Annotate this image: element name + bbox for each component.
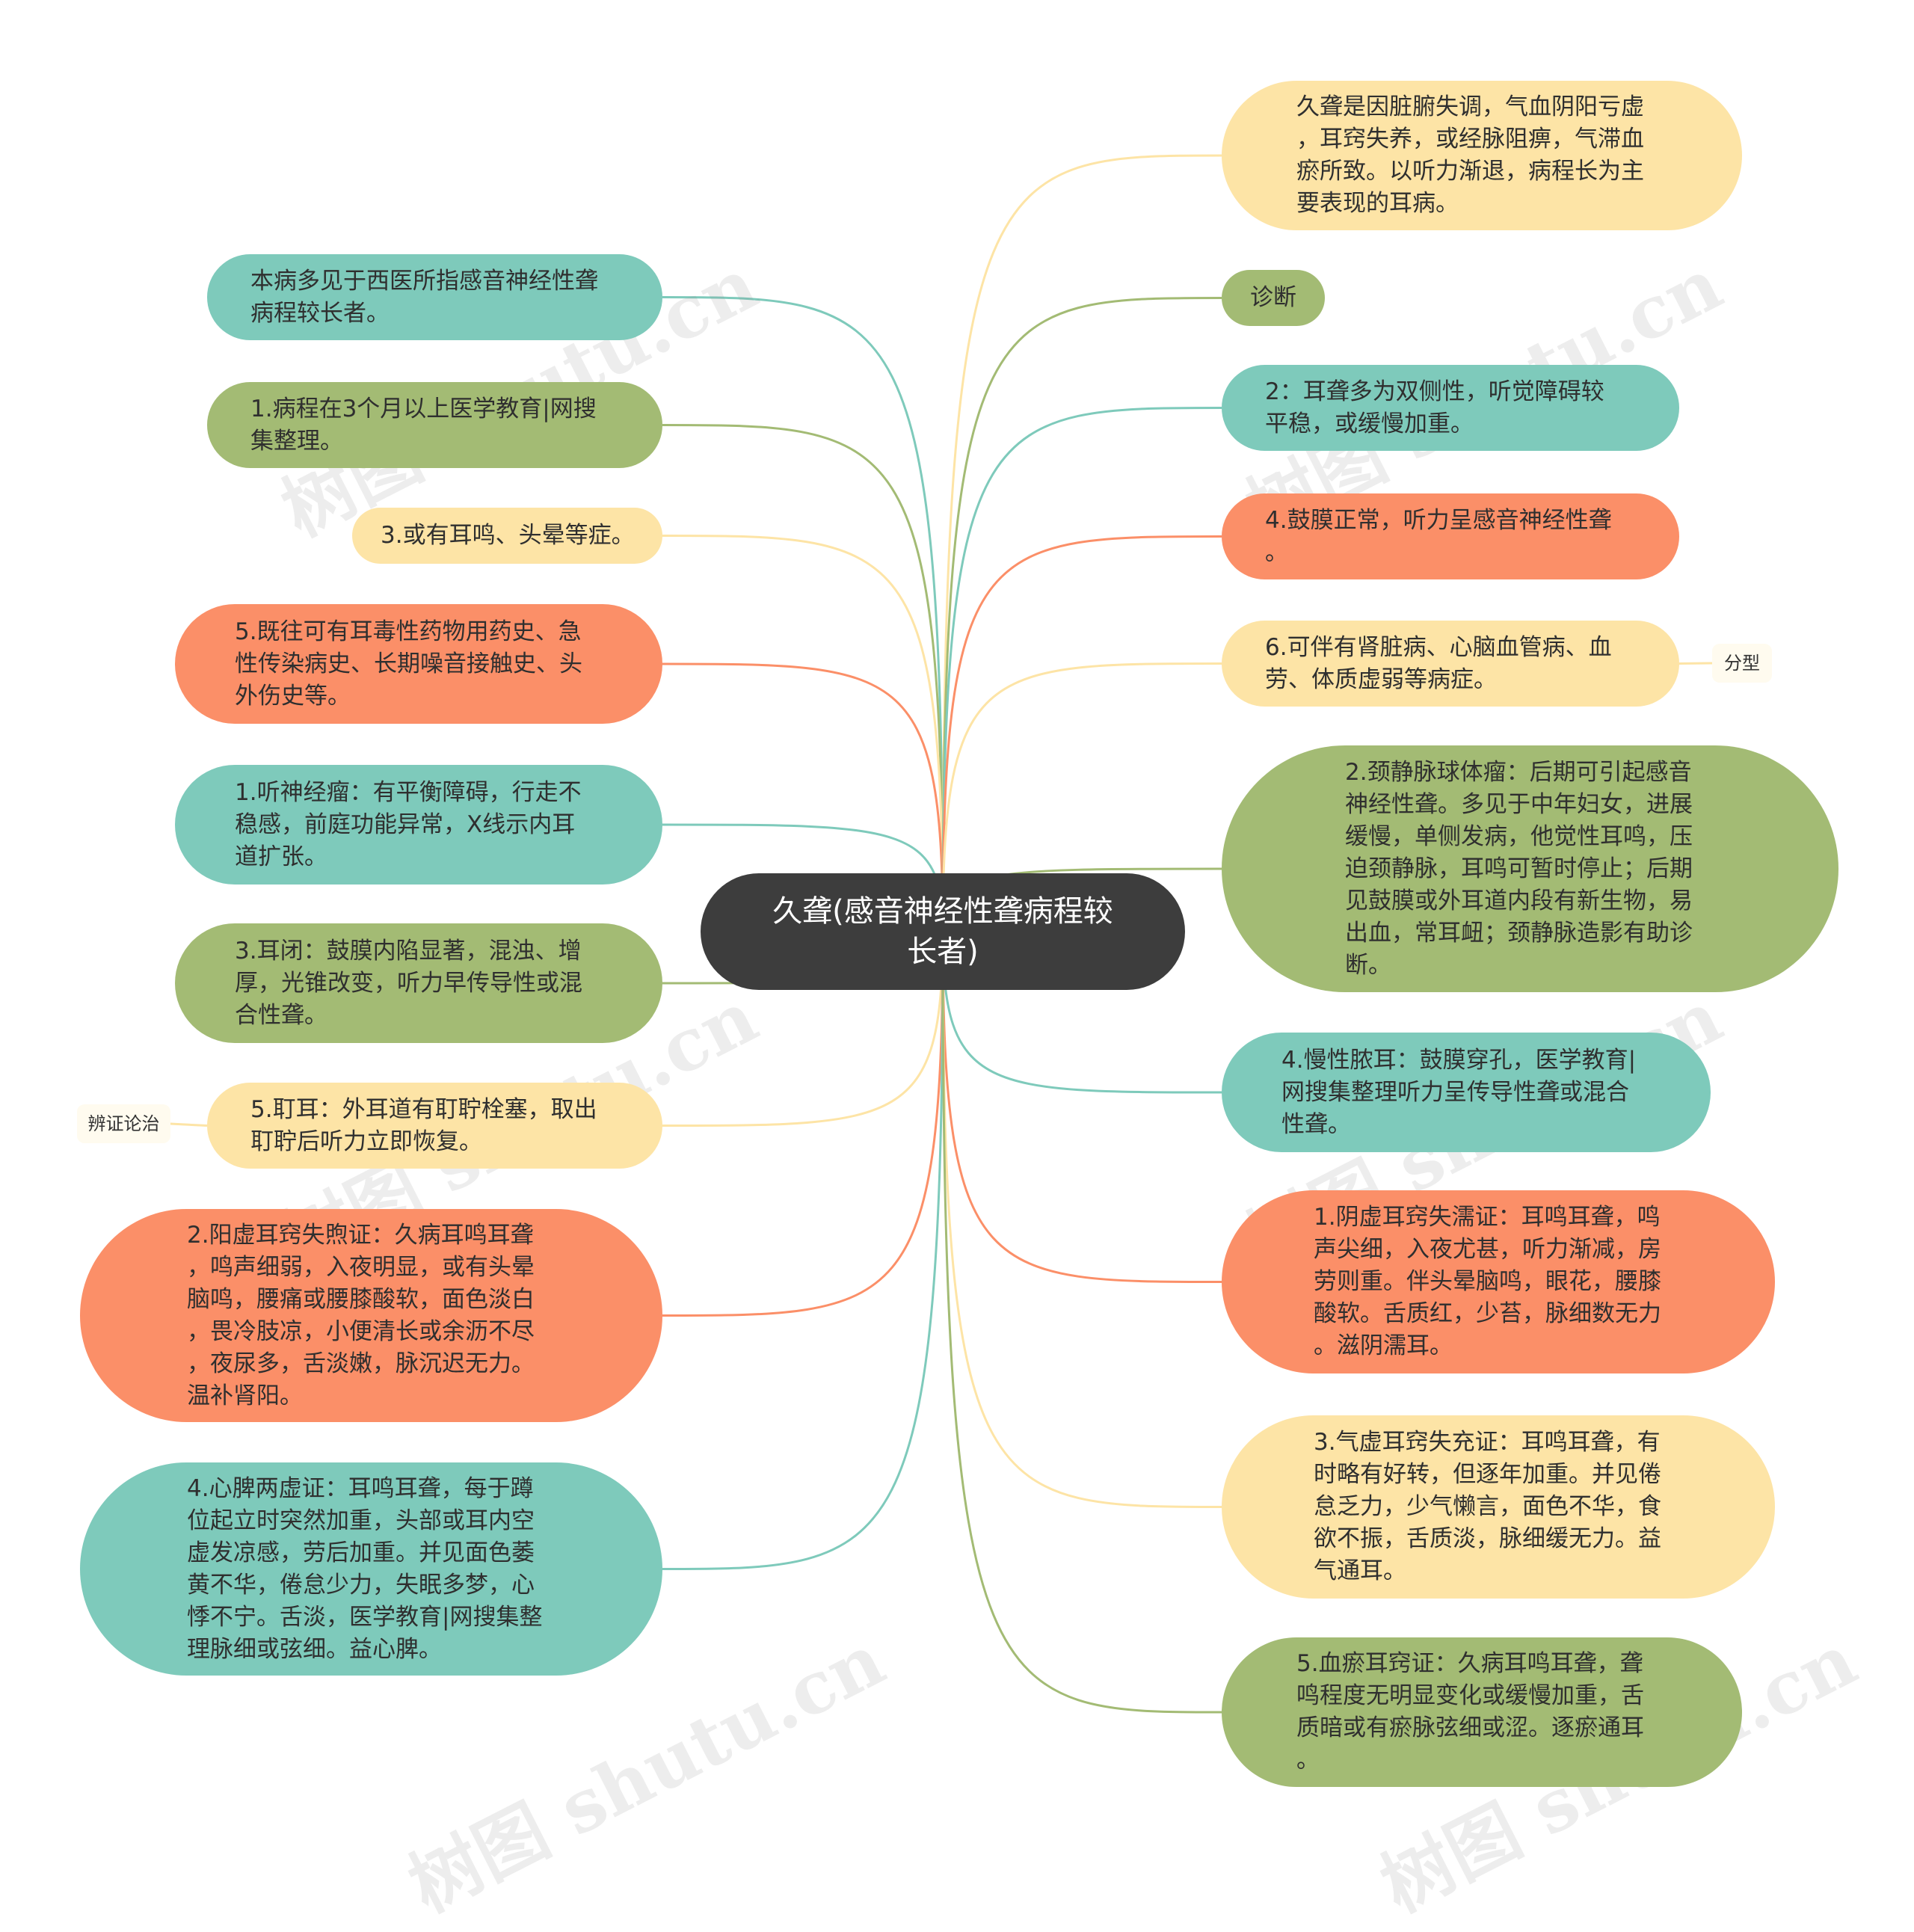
connector-R2 xyxy=(941,297,1222,932)
node-left-4[interactable]: 5.既往可有耳毒性药物用药史、急 性传染病史、长期噪音接触史、头 外伤史等。 xyxy=(175,604,662,724)
connector-R4 xyxy=(941,535,1222,932)
node-left-7-text: 5.耵耳：外耳道有耵聍栓塞，取出 耵聍后听力立即恢复。 xyxy=(250,1095,597,1155)
label-fenxing-text: 分型 xyxy=(1724,653,1760,674)
connector-fenxing xyxy=(1678,662,1713,665)
connector-R5 xyxy=(941,662,1222,932)
node-right-8-text: 1.阴虚耳窍失濡证：耳鸣耳聋，鸣 声尖细，入夜尤甚，听力渐减，房 劳则重。伴头晕… xyxy=(1314,1204,1661,1359)
connector-L2 xyxy=(662,424,944,932)
node-left-1-text: 本病多见于西医所指感音神经性聋 病程较长者。 xyxy=(250,267,598,327)
connector-R8 xyxy=(941,931,1222,1283)
connector-L9 xyxy=(662,931,944,1570)
connector-L3 xyxy=(662,535,944,932)
node-right-9-text: 3.气虚耳窍失充证：耳鸣耳聋，有 时略有好转，但逐年加重。并见倦 怠乏力，少气懒… xyxy=(1314,1429,1661,1584)
node-right-10[interactable]: 5.血瘀耳窍证：久病耳鸣耳聋，聋 鸣程度无明显变化或缓慢加重，舌 质暗或有瘀脉弦… xyxy=(1222,1637,1742,1787)
central-topic-label: 久聋(感音神经性聋病程较 长者) xyxy=(772,894,1113,969)
node-right-6-text: 2.颈静脉球体瘤：后期可引起感音 神经性聋。多见于中年妇女，进展 缓慢，单侧发病… xyxy=(1345,758,1693,979)
node-right-7[interactable]: 4.慢性脓耳：鼓膜穿孔，医学教育| 网搜集整理听力呈传导性聋或混合 性聋。 xyxy=(1222,1033,1711,1152)
node-left-3[interactable]: 3.或有耳鸣、头晕等症。 xyxy=(352,508,662,564)
node-left-6-text: 3.耳闭：鼓膜内陷显著，混浊、增 厚，光锥改变，听力早传导性或混 合性聋。 xyxy=(235,937,582,1029)
node-left-5-text: 1.听神经瘤：有平衡障碍，行走不 稳感，前庭功能异常，X线示内耳 道扩张。 xyxy=(235,778,582,870)
central-topic[interactable]: 久聋(感音神经性聋病程较 长者) xyxy=(701,873,1185,990)
connector-bianzheng xyxy=(170,1122,208,1127)
node-right-4-text: 4.鼓膜正常，听力呈感音神经性聋 。 xyxy=(1265,506,1612,566)
node-right-8[interactable]: 1.阴虚耳窍失濡证：耳鸣耳聋，鸣 声尖细，入夜尤甚，听力渐减，房 劳则重。伴头晕… xyxy=(1222,1190,1775,1373)
node-right-3[interactable]: 2：耳聋多为双侧性，听觉障碍较 平稳，或缓慢加重。 xyxy=(1222,365,1679,451)
node-left-1[interactable]: 本病多见于西医所指感音神经性聋 病程较长者。 xyxy=(207,254,662,340)
node-right-7-text: 4.慢性脓耳：鼓膜穿孔，医学教育| 网搜集整理听力呈传导性聋或混合 性聋。 xyxy=(1281,1046,1637,1138)
node-right-2-text: 诊断 xyxy=(1250,284,1296,311)
node-left-8[interactable]: 2.阳虚耳窍失煦证：久病耳鸣耳聋 ，鸣声细弱，入夜明显，或有头晕 脑鸣，腰痛或腰… xyxy=(80,1209,662,1422)
node-left-2[interactable]: 1.病程在3个月以上医学教育|网搜 集整理。 xyxy=(207,382,662,468)
node-right-9[interactable]: 3.气虚耳窍失充证：耳鸣耳聋，有 时略有好转，但逐年加重。并见倦 怠乏力，少气懒… xyxy=(1222,1415,1775,1599)
node-right-2[interactable]: 诊断 xyxy=(1222,270,1325,326)
connector-R9 xyxy=(941,931,1222,1508)
connector-R7 xyxy=(941,931,1222,1094)
node-left-4-text: 5.既往可有耳毒性药物用药史、急 性传染病史、长期噪音接触史、头 外伤史等。 xyxy=(235,618,582,710)
node-left-3-text: 3.或有耳鸣、头晕等症。 xyxy=(381,522,635,549)
connector-L1 xyxy=(662,296,944,932)
connector-R1 xyxy=(941,154,1222,932)
node-right-6[interactable]: 2.颈静脉球体瘤：后期可引起感音 神经性聋。多见于中年妇女，进展 缓慢，单侧发病… xyxy=(1222,745,1838,992)
connector-R10 xyxy=(941,931,1222,1714)
connector-R3 xyxy=(941,407,1222,932)
label-fenxing[interactable]: 分型 xyxy=(1712,644,1772,683)
node-right-3-text: 2：耳聋多为双侧性，听觉障碍较 平稳，或缓慢加重。 xyxy=(1265,378,1604,437)
label-bianzheng[interactable]: 辨证论治 xyxy=(77,1104,170,1143)
label-bianzheng-text: 辨证论治 xyxy=(87,1113,160,1134)
connector-L7 xyxy=(662,931,944,1127)
node-left-8-text: 2.阳虚耳窍失煦证：久病耳鸣耳聋 ，鸣声细弱，入夜明显，或有头晕 脑鸣，腰痛或腰… xyxy=(187,1221,535,1409)
node-left-6[interactable]: 3.耳闭：鼓膜内陷显著，混浊、增 厚，光锥改变，听力早传导性或混 合性聋。 xyxy=(175,923,662,1043)
node-right-5[interactable]: 6.可伴有肾脏病、心脑血管病、血 劳、体质虚弱等病症。 xyxy=(1222,621,1679,707)
node-left-9[interactable]: 4.心脾两虚证：耳鸣耳聋，每于蹲 位起立时突然加重，头部或耳内空 虚发凉感，劳后… xyxy=(80,1462,662,1676)
node-right-1-text: 久聋是因脏腑失调，气血阴阳亏虚 ，耳窍失养，或经脉阻痹，气滞血 瘀所致。以听力渐… xyxy=(1296,93,1644,217)
connector-L8 xyxy=(662,931,944,1317)
node-left-9-text: 4.心脾两虚证：耳鸣耳聋，每于蹲 位起立时突然加重，头部或耳内空 虚发凉感，劳后… xyxy=(187,1474,543,1663)
node-right-10-text: 5.血瘀耳窍证：久病耳鸣耳聋，聋 鸣程度无明显变化或缓慢加重，舌 质暗或有瘀脉弦… xyxy=(1296,1650,1644,1773)
node-right-4[interactable]: 4.鼓膜正常，听力呈感音神经性聋 。 xyxy=(1222,493,1679,579)
connector-L4 xyxy=(662,662,944,932)
node-left-7[interactable]: 5.耵耳：外耳道有耵聍栓塞，取出 耵聍后听力立即恢复。 xyxy=(207,1083,662,1169)
node-right-5-text: 6.可伴有肾脏病、心脑血管病、血 劳、体质虚弱等病症。 xyxy=(1265,633,1612,693)
node-right-1[interactable]: 久聋是因脏腑失调，气血阴阳亏虚 ，耳窍失养，或经脉阻痹，气滞血 瘀所致。以听力渐… xyxy=(1222,81,1742,230)
node-left-5[interactable]: 1.听神经瘤：有平衡障碍，行走不 稳感，前庭功能异常，X线示内耳 道扩张。 xyxy=(175,765,662,885)
node-left-2-text: 1.病程在3个月以上医学教育|网搜 集整理。 xyxy=(250,395,597,455)
